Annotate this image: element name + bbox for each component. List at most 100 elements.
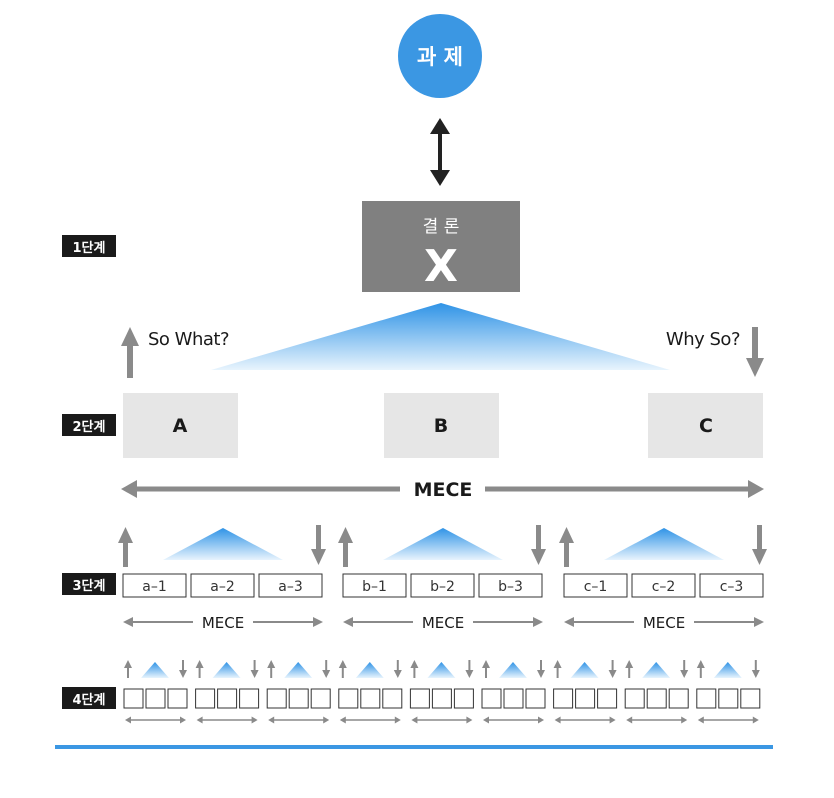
- level3-label: b–2: [430, 579, 455, 595]
- level-2-tag: 2단계: [62, 414, 116, 436]
- level4-group: [409, 660, 474, 724]
- level4-mece-arrow: [483, 716, 544, 724]
- level3-label: b–3: [498, 579, 523, 595]
- level4-box: [597, 688, 618, 709]
- level2-label-c: C: [699, 415, 713, 437]
- level3-box: [258, 573, 323, 598]
- level4-box: [239, 688, 260, 709]
- level-4-label: 4단계: [73, 692, 106, 708]
- level-2-label: 2단계: [73, 419, 106, 435]
- so-what-label: So What?: [148, 329, 229, 350]
- level-3-tag: 3단계: [62, 573, 116, 595]
- level3-label: c–2: [652, 579, 676, 595]
- level4-group: [696, 660, 761, 724]
- level3-box: [410, 573, 475, 598]
- level4-box: [624, 688, 645, 709]
- level4-support-triangle: [427, 662, 456, 678]
- so-what-up-arrow: [121, 327, 139, 378]
- level4-box: [145, 688, 166, 709]
- level4-box: [718, 688, 739, 709]
- level4-down-arrow: [537, 660, 545, 678]
- level4-mece-arrow: [268, 716, 330, 724]
- level4-up-arrow: [553, 660, 562, 678]
- level4-up-arrow: [482, 660, 490, 678]
- level3-down-arrow: [752, 525, 767, 565]
- conclusion-title: 결 론: [423, 217, 460, 237]
- level3-label: a–1: [142, 579, 167, 595]
- level2-box-c: [648, 393, 763, 458]
- level3-support-triangle: [383, 528, 503, 560]
- level4-down-arrow: [250, 660, 259, 678]
- level4-down-arrow: [680, 660, 689, 678]
- level4-box: [288, 688, 309, 709]
- level4-up-arrow: [338, 660, 347, 678]
- level4-mece-arrow: [411, 716, 473, 724]
- level3-label: c–1: [584, 579, 608, 595]
- level4-support-triangle: [499, 662, 527, 678]
- level3-down-arrow: [531, 525, 546, 565]
- level3-box: [563, 573, 628, 598]
- level4-down-arrow: [608, 660, 617, 678]
- level4-support-triangle: [570, 662, 599, 678]
- level3-mece-label: MECE: [422, 614, 464, 632]
- level4-group: [195, 660, 260, 724]
- level4-mece-arrow: [125, 716, 186, 724]
- level4-mece-arrow: [626, 716, 688, 724]
- level3-mece-arrow: [343, 617, 543, 627]
- level4-group: [553, 660, 618, 724]
- level4-box: [696, 688, 717, 709]
- level3-label: a–2: [210, 579, 235, 595]
- task-conclusion-double-arrow: [430, 118, 450, 186]
- level3-mece-label: MECE: [202, 614, 244, 632]
- level4-up-arrow: [195, 660, 204, 678]
- level2-mece-label: MECE: [414, 479, 473, 501]
- level4-support-triangle: [284, 662, 313, 678]
- conclusion-box: [362, 201, 520, 292]
- level4-down-arrow: [179, 660, 187, 678]
- level4-box: [525, 688, 546, 709]
- level-1-label: 1단계: [73, 240, 106, 256]
- level4-box: [453, 688, 474, 709]
- level2-box-a: [123, 393, 238, 458]
- level-3-label: 3단계: [73, 578, 106, 594]
- level4-group: [123, 660, 188, 724]
- level4-box: [668, 688, 689, 709]
- level4-box: [481, 688, 502, 709]
- level3-label: b–1: [362, 579, 387, 595]
- level4-box: [360, 688, 381, 709]
- level4-groups: [123, 660, 761, 724]
- conclusion-letter: X: [424, 241, 458, 292]
- level4-group: [624, 660, 689, 724]
- level4-box: [338, 688, 359, 709]
- level3-up-arrow: [118, 527, 133, 567]
- bottom-accent-line: [55, 745, 773, 749]
- task-label: 과 제: [417, 45, 463, 69]
- level3-box: [478, 573, 543, 598]
- level3-support-triangle: [163, 528, 283, 560]
- level4-up-arrow: [696, 660, 705, 678]
- level4-box: [266, 688, 287, 709]
- level4-support-triangle: [713, 662, 742, 678]
- level4-box: [217, 688, 238, 709]
- level4-down-arrow: [393, 660, 402, 678]
- level4-up-arrow: [625, 660, 634, 678]
- level4-group: [266, 660, 331, 724]
- level2-label-a: A: [173, 415, 188, 437]
- level4-box: [195, 688, 216, 709]
- level2-label-b: B: [434, 415, 448, 437]
- level4-up-arrow: [410, 660, 419, 678]
- level3-box: [699, 573, 764, 598]
- level4-support-triangle: [642, 662, 671, 678]
- level3-up-arrow: [338, 527, 353, 567]
- level3-down-arrow: [311, 525, 326, 565]
- level4-support-triangle: [212, 662, 241, 678]
- level3-box: [122, 573, 187, 598]
- level4-mece-arrow: [339, 716, 401, 724]
- level4-box: [431, 688, 452, 709]
- level2-mece-arrow: [121, 480, 764, 498]
- level4-box: [740, 688, 761, 709]
